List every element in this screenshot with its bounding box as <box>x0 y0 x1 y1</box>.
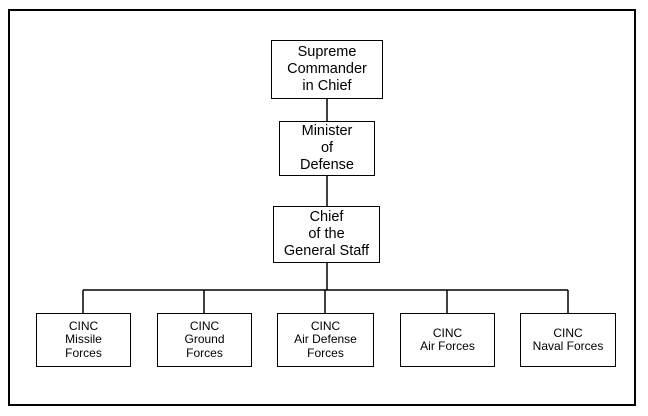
node-supreme-commander-in-chief: Supreme Commander in Chief <box>271 40 383 99</box>
node-cinc-missile-forces: CINC Missile Forces <box>36 313 131 367</box>
node-label: CINC Missile Forces <box>65 318 102 360</box>
node-label: CINC Air Forces <box>420 325 475 353</box>
node-minister-of-defense: Minister of Defense <box>279 121 375 176</box>
node-label: Minister of Defense <box>299 122 354 174</box>
node-cinc-naval-forces: CINC Naval Forces <box>520 313 616 367</box>
diagram-frame <box>8 9 636 406</box>
node-label: Supreme Commander in Chief <box>287 43 367 95</box>
node-label: CINC Ground Forces <box>184 318 225 360</box>
node-chief-of-the-general-staff: Chief of the General Staff <box>273 206 380 263</box>
node-cinc-ground-forces: CINC Ground Forces <box>157 313 252 367</box>
node-cinc-air-forces: CINC Air Forces <box>400 313 495 367</box>
node-label: CINC Air Defense Forces <box>294 318 357 360</box>
node-cinc-air-defense-forces: CINC Air Defense Forces <box>277 313 374 367</box>
node-label: CINC Naval Forces <box>532 325 604 353</box>
node-label: Chief of the General Staff <box>283 208 370 260</box>
